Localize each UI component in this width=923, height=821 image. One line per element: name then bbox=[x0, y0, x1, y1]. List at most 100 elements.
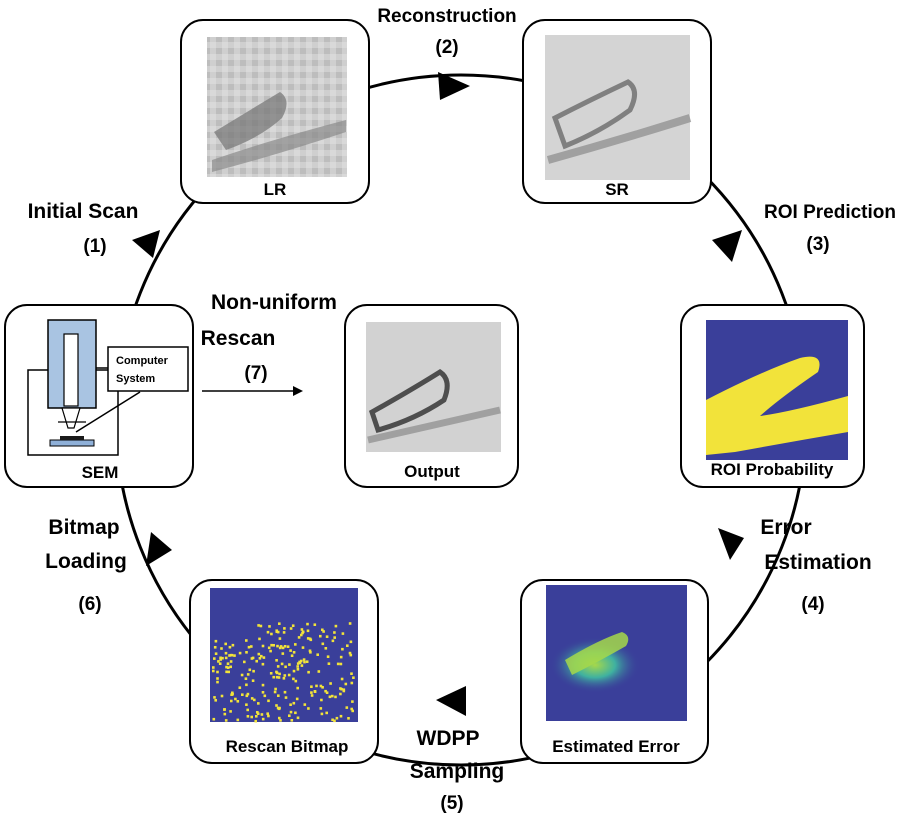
rescan-point bbox=[275, 670, 278, 674]
rescan-point bbox=[252, 669, 255, 673]
rescan-point bbox=[260, 654, 263, 658]
rescan-point bbox=[316, 653, 319, 656]
rescan-point bbox=[257, 702, 260, 705]
rescan-point bbox=[213, 696, 216, 699]
rescan-point bbox=[261, 662, 265, 666]
rescan-point bbox=[300, 664, 304, 667]
bitmap-loading-line1: Bitmap bbox=[48, 516, 119, 539]
sem-caption: SEM bbox=[82, 463, 119, 482]
rescan-point bbox=[258, 657, 262, 660]
lr-caption: LR bbox=[264, 180, 287, 199]
rescan-point bbox=[231, 643, 235, 647]
rescan-point bbox=[310, 685, 313, 688]
rescan-point bbox=[321, 686, 324, 689]
rescan-point bbox=[280, 662, 284, 666]
rescan-point bbox=[299, 659, 303, 663]
rescan-point bbox=[333, 719, 336, 723]
rescan-point bbox=[317, 670, 321, 673]
rescan-point bbox=[257, 652, 261, 656]
rescan-point bbox=[347, 717, 350, 720]
sem-lens bbox=[61, 407, 81, 429]
rescan-point bbox=[278, 716, 281, 720]
rescan-point bbox=[230, 699, 233, 703]
rescan-point bbox=[258, 637, 261, 641]
rescan-point bbox=[236, 700, 240, 703]
rescan-point bbox=[212, 669, 215, 673]
rescan-point bbox=[250, 697, 254, 700]
rescan-point bbox=[282, 677, 286, 680]
rescan-point bbox=[276, 644, 279, 648]
rescan-point bbox=[296, 662, 300, 665]
rescan-point bbox=[319, 634, 322, 638]
rescan-point bbox=[245, 703, 248, 706]
output-image bbox=[366, 322, 501, 452]
rescan-point bbox=[291, 624, 295, 627]
error-estimation-line2: Estimation bbox=[764, 551, 871, 574]
rescan-point bbox=[289, 627, 293, 630]
rescan-point bbox=[269, 672, 273, 675]
rescan-point bbox=[305, 660, 309, 663]
rescan-point bbox=[228, 654, 231, 657]
rescan-point bbox=[331, 718, 334, 722]
rescan-point bbox=[214, 699, 217, 702]
rescan-point bbox=[231, 691, 234, 695]
rescan-point bbox=[349, 640, 353, 644]
rescan-point bbox=[296, 668, 300, 671]
rescan-point bbox=[266, 712, 269, 715]
rescan-bitmap-points bbox=[212, 622, 355, 723]
rescan-point bbox=[341, 647, 344, 651]
rescan-point bbox=[246, 715, 250, 718]
rescan-point bbox=[334, 695, 337, 699]
rescan-point bbox=[303, 703, 307, 706]
rescan-point bbox=[259, 624, 263, 628]
rescan-point bbox=[341, 632, 345, 635]
rescan-point bbox=[231, 692, 234, 696]
rescan-point bbox=[225, 670, 228, 674]
rescan-point bbox=[266, 630, 270, 634]
rescan-point bbox=[339, 714, 343, 718]
rescan-point bbox=[272, 675, 275, 679]
rescan-point bbox=[342, 689, 346, 693]
rescan-point bbox=[307, 707, 310, 710]
rescan-point bbox=[225, 665, 228, 669]
rescan-point bbox=[219, 656, 222, 660]
roi-probability-panel: ROI Probability bbox=[680, 304, 865, 488]
rescan-point bbox=[350, 707, 353, 711]
rescan-point bbox=[278, 646, 282, 650]
bitmap-loading-step: (6) bbox=[78, 594, 101, 615]
rescan-point bbox=[308, 649, 312, 653]
rescan-point bbox=[300, 633, 303, 637]
rescan-point bbox=[283, 645, 287, 648]
rescan-point bbox=[224, 651, 228, 655]
rescan-point bbox=[278, 672, 281, 676]
rescan-point bbox=[292, 701, 296, 705]
rescan-point bbox=[278, 706, 281, 710]
rescan-point bbox=[283, 674, 287, 677]
rescan-point bbox=[288, 663, 291, 666]
rescan-point bbox=[273, 690, 277, 694]
rescan-point bbox=[315, 684, 318, 688]
roi-probability-caption: ROI Probability bbox=[711, 460, 834, 479]
rescan-point bbox=[276, 630, 280, 634]
rescan-point bbox=[224, 719, 228, 722]
rescan-point bbox=[290, 719, 294, 722]
rescan-point bbox=[292, 651, 296, 654]
rescan-point bbox=[321, 628, 324, 632]
rescan-point bbox=[251, 679, 255, 682]
rescan-bitmap-caption: Rescan Bitmap bbox=[226, 737, 349, 756]
rescan-point bbox=[261, 644, 265, 648]
rescan-point bbox=[277, 694, 280, 697]
rescan-point bbox=[247, 645, 251, 649]
rescan-point bbox=[294, 643, 297, 646]
output-structure bbox=[368, 369, 450, 434]
rescan-point bbox=[325, 691, 329, 694]
rescan-point bbox=[303, 660, 306, 664]
rescan-point bbox=[245, 651, 248, 654]
rescan-point bbox=[251, 656, 255, 660]
rescan-point bbox=[256, 711, 259, 714]
wdpp-sampling-step: (5) bbox=[440, 793, 463, 814]
sem-panel: Computer System SEM bbox=[4, 304, 194, 488]
rescan-point bbox=[218, 662, 222, 665]
rescan-point bbox=[296, 686, 299, 690]
error-estimation-line1: Error bbox=[760, 516, 811, 539]
